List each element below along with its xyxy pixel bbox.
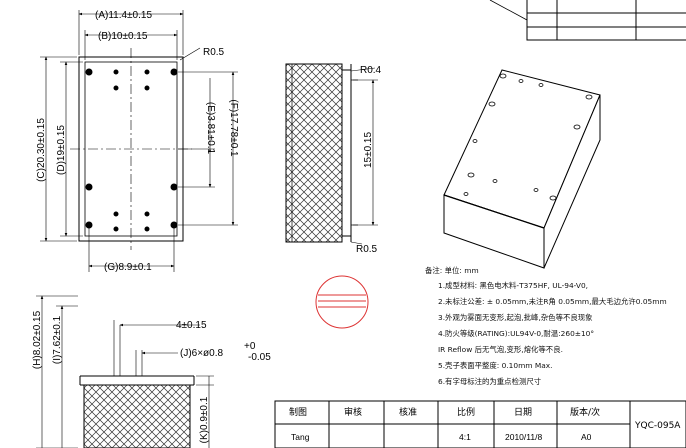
dim-i-label: (I)7.62±0.1 xyxy=(52,315,63,364)
tb-header-approve: 核准 xyxy=(399,406,417,418)
dim-f-label: (F)17.78±0.1 xyxy=(228,99,239,157)
dim-d-label: (D)19±0.15 xyxy=(56,125,67,175)
dim-c-label: (C)20.30±0.15 xyxy=(36,118,47,182)
tb-header-version: 版本/次 xyxy=(570,406,600,418)
tb-value-date: 2010/11/8 xyxy=(505,432,542,442)
tb-value-version: A0 xyxy=(581,432,592,442)
dim-j-tol-upper: +0 xyxy=(244,341,256,352)
dim-a-label: (A)11.4±0.15 xyxy=(95,10,152,21)
dim-15-label: 15±0.15 xyxy=(363,132,374,169)
tb-header-check: 审核 xyxy=(344,406,362,418)
tb-header-scale: 比例 xyxy=(457,406,475,418)
top-view xyxy=(40,10,238,272)
dim-h-label: (H)8.02±0.15 xyxy=(32,310,43,369)
pin-holes xyxy=(85,68,178,232)
dim-b-label: (B)10±0.15 xyxy=(98,31,148,42)
note-line-7: 6.有字母标注的为重点检测尺寸 xyxy=(438,377,541,386)
note-line-2: 2.未标注公差: ± 0.05mm,未注R角 0.05mm,最大毛边允许0.05… xyxy=(438,297,667,306)
side-radius-top-label: R0.4 xyxy=(360,65,382,76)
note-line-4: 4.防火等级(RATING):UL94V-0,耐温:260±10° xyxy=(438,329,594,338)
iso-pin-holes xyxy=(463,73,593,201)
dim-k-label: (K)0.9±0.1 xyxy=(199,396,210,443)
side-view xyxy=(285,63,378,245)
dim-j-label: (J)6×ø0.8 xyxy=(180,348,224,359)
notes-header: 备注: 单位: mm xyxy=(425,266,479,275)
dim-4-label: 4±0.15 xyxy=(176,320,207,331)
note-line-5: IR Reflow 后无气泡,变形,熔化等不良. xyxy=(438,345,563,354)
tb-header-draw: 制图 xyxy=(289,406,307,418)
surface-finish-symbol xyxy=(315,275,369,329)
front-view xyxy=(36,295,214,448)
title-block xyxy=(274,400,686,448)
notes-block: 备注: 单位: mm 1.成型材料: 黑色电木料-T375HF, UL-94-V… xyxy=(425,266,667,386)
side-radius-bottom-label: R0.5 xyxy=(356,244,378,255)
tb-header-date: 日期 xyxy=(514,407,532,418)
note-line-1: 1.成型材料: 黑色电木料-T375HF, UL-94-V0, xyxy=(438,281,588,290)
note-line-6: 5.壳子表面平整度: 0.10mm Max. xyxy=(438,361,552,370)
isometric-view xyxy=(443,69,601,269)
radius-label: R0.5 xyxy=(203,47,225,58)
note-line-3: 3.外观为雾面无变形,起泡,批峰,杂色等不良现象 xyxy=(438,313,593,322)
dim-j-tol-lower: -0.05 xyxy=(248,352,271,363)
part-number: YQC-095A xyxy=(634,421,681,431)
tb-value-draw: Tang xyxy=(291,432,310,442)
tb-value-scale: 4:1 xyxy=(459,432,471,442)
title-block-text: 制图 审核 核准 比例 日期 版本/次 Tang 4:1 2010/11/8 A… xyxy=(289,406,681,442)
revision-table xyxy=(489,0,686,41)
dim-g-label: (G)8.9±0.1 xyxy=(104,262,152,273)
dim-e-label: (E)3.81±0.1 xyxy=(205,102,216,155)
